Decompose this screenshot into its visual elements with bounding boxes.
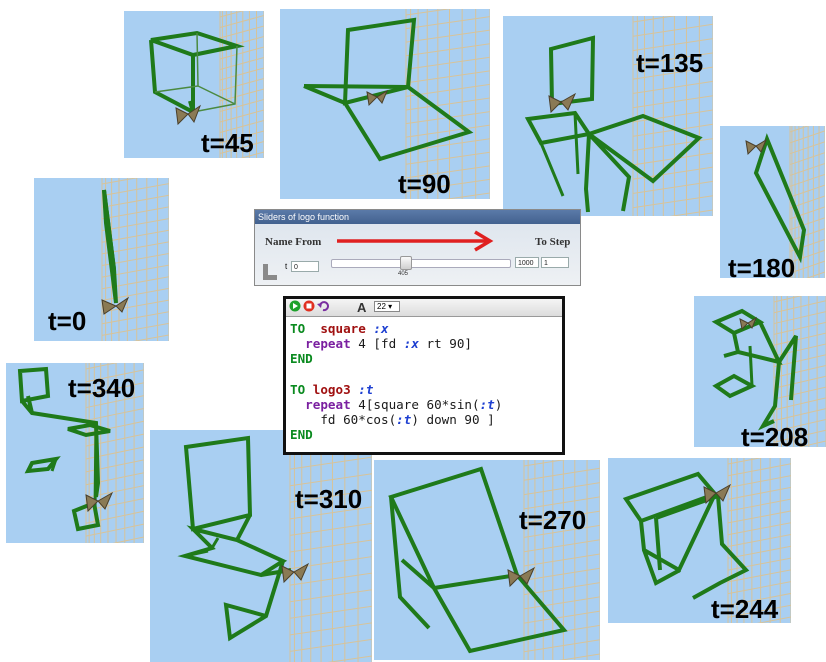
- arrow-right-icon: [337, 230, 494, 252]
- snapshot-t208: t=208: [694, 296, 826, 447]
- to-step-header: To Step: [535, 236, 571, 248]
- font-size-value: 22: [377, 302, 386, 311]
- slider-window-body: Name From To Step t 0 405 1000 1: [255, 224, 580, 285]
- slider-window: Sliders of logo function Name From To St…: [254, 209, 581, 286]
- code-token: :t: [358, 381, 374, 397]
- editor-toolbar: A 22 ▾: [286, 299, 562, 317]
- code-token: 4 [fd: [350, 336, 404, 352]
- code-token: ): [494, 397, 503, 413]
- turtle-scene-t45: [149, 11, 264, 158]
- turtle-icon: [739, 316, 758, 331]
- snapshot-label-t244: t=244: [711, 594, 779, 623]
- code-line: [290, 367, 502, 382]
- slider-thumb[interactable]: [399, 256, 412, 270]
- snapshot-label-t310: t=310: [295, 484, 363, 514]
- code-token: square: [305, 321, 374, 336]
- turtle-scene-t340: [17, 363, 144, 543]
- snapshot-label-t180: t=180: [728, 253, 796, 278]
- code-token: END: [290, 427, 313, 443]
- snapshot-t45: t=45: [124, 11, 264, 158]
- code-token: ) down 90 ]: [411, 412, 495, 428]
- turtle-scene-t90: [303, 9, 490, 199]
- turtle-icon: [101, 296, 130, 315]
- name-from-header: Name From: [265, 236, 322, 248]
- code-token: logo3: [305, 381, 359, 397]
- turtle-icon: [175, 104, 202, 126]
- snapshot-label-t90: t=90: [398, 169, 451, 199]
- snapshot-t0: t=0: [34, 178, 169, 341]
- font-size-icon: A: [357, 300, 367, 314]
- slider-track[interactable]: [331, 259, 511, 268]
- code-token: :x: [403, 336, 419, 352]
- slider-window-title: Sliders of logo function: [255, 210, 580, 224]
- turtle-icon: [745, 138, 768, 156]
- code-line: repeat 4[square 60*sin(:t): [290, 397, 502, 412]
- code-line: END: [290, 427, 502, 442]
- code-token: :x: [373, 321, 389, 336]
- snapshot-label-t340: t=340: [68, 373, 136, 403]
- to-input[interactable]: 1000: [515, 257, 539, 268]
- from-input[interactable]: 0: [291, 261, 319, 272]
- turtle-icon: [281, 562, 310, 584]
- code-body[interactable]: TO square :x repeat 4 [fd :x rt 90]END T…: [290, 321, 502, 443]
- snapshot-t310: t=310: [150, 430, 372, 662]
- code-token: rt 90]: [418, 336, 473, 352]
- turtle-scene-t244: [622, 458, 791, 623]
- undo-icon[interactable]: [317, 300, 329, 312]
- turtle-icon: [507, 566, 536, 588]
- font-size-select[interactable]: 22 ▾: [374, 301, 400, 312]
- code-editor-window: A 22 ▾ TO square :x repeat 4 [fd :x rt 9…: [283, 296, 565, 455]
- snapshot-label-t135: t=135: [636, 48, 704, 78]
- snapshot-t244: t=244: [608, 458, 791, 623]
- snapshot-t340: t=340: [6, 363, 144, 543]
- snapshot-label-t208: t=208: [741, 422, 809, 447]
- code-token: 4[square 60*sin(: [350, 397, 480, 413]
- turtle-scene-t310: [177, 430, 372, 662]
- code-token: repeat: [290, 336, 351, 352]
- turtle-scene-t0: [101, 178, 169, 341]
- slider-value-label: 405: [398, 271, 409, 277]
- step-input[interactable]: 1: [541, 257, 569, 268]
- svg-text:A: A: [357, 300, 367, 314]
- code-line: TO square :x: [290, 321, 502, 336]
- code-token: repeat: [290, 397, 351, 413]
- code-line: TO logo3 :t: [290, 382, 502, 397]
- turtle-icon: [85, 491, 114, 513]
- code-line: fd 60*cos(:t) down 90 ]: [290, 412, 502, 427]
- turtle-logo-icon: [263, 264, 277, 280]
- turtle-icon: [703, 483, 732, 505]
- snapshot-label-t270: t=270: [519, 505, 587, 535]
- snapshot-t135: t=135: [503, 16, 713, 216]
- turtle-scene-t208: [711, 296, 826, 447]
- turtle-scene-t270: [388, 460, 600, 660]
- param-name-label: t: [285, 262, 288, 271]
- snapshot-t180: t=180: [720, 126, 825, 278]
- snapshot-label-t0: t=0: [48, 306, 87, 336]
- snapshot-t90: t=90: [280, 9, 490, 199]
- code-token: TO: [290, 381, 306, 397]
- code-token: :t: [479, 397, 495, 413]
- snapshot-t270: t=270: [374, 460, 600, 660]
- turtle-icon: [366, 89, 389, 107]
- turtle-icon: [548, 92, 577, 114]
- code-line: repeat 4 [fd :x rt 90]: [290, 336, 502, 351]
- code-token: fd 60*cos(: [290, 412, 397, 428]
- run-icon[interactable]: [289, 300, 301, 312]
- turtle-scene-t135: [524, 16, 713, 216]
- snapshot-label-t45: t=45: [201, 128, 254, 158]
- code-line: END: [290, 351, 502, 366]
- code-token: TO: [290, 321, 306, 336]
- stop-icon[interactable]: [303, 300, 315, 312]
- code-token: END: [290, 351, 313, 367]
- code-token: :t: [396, 412, 412, 428]
- turtle-scene-t180: [745, 126, 825, 278]
